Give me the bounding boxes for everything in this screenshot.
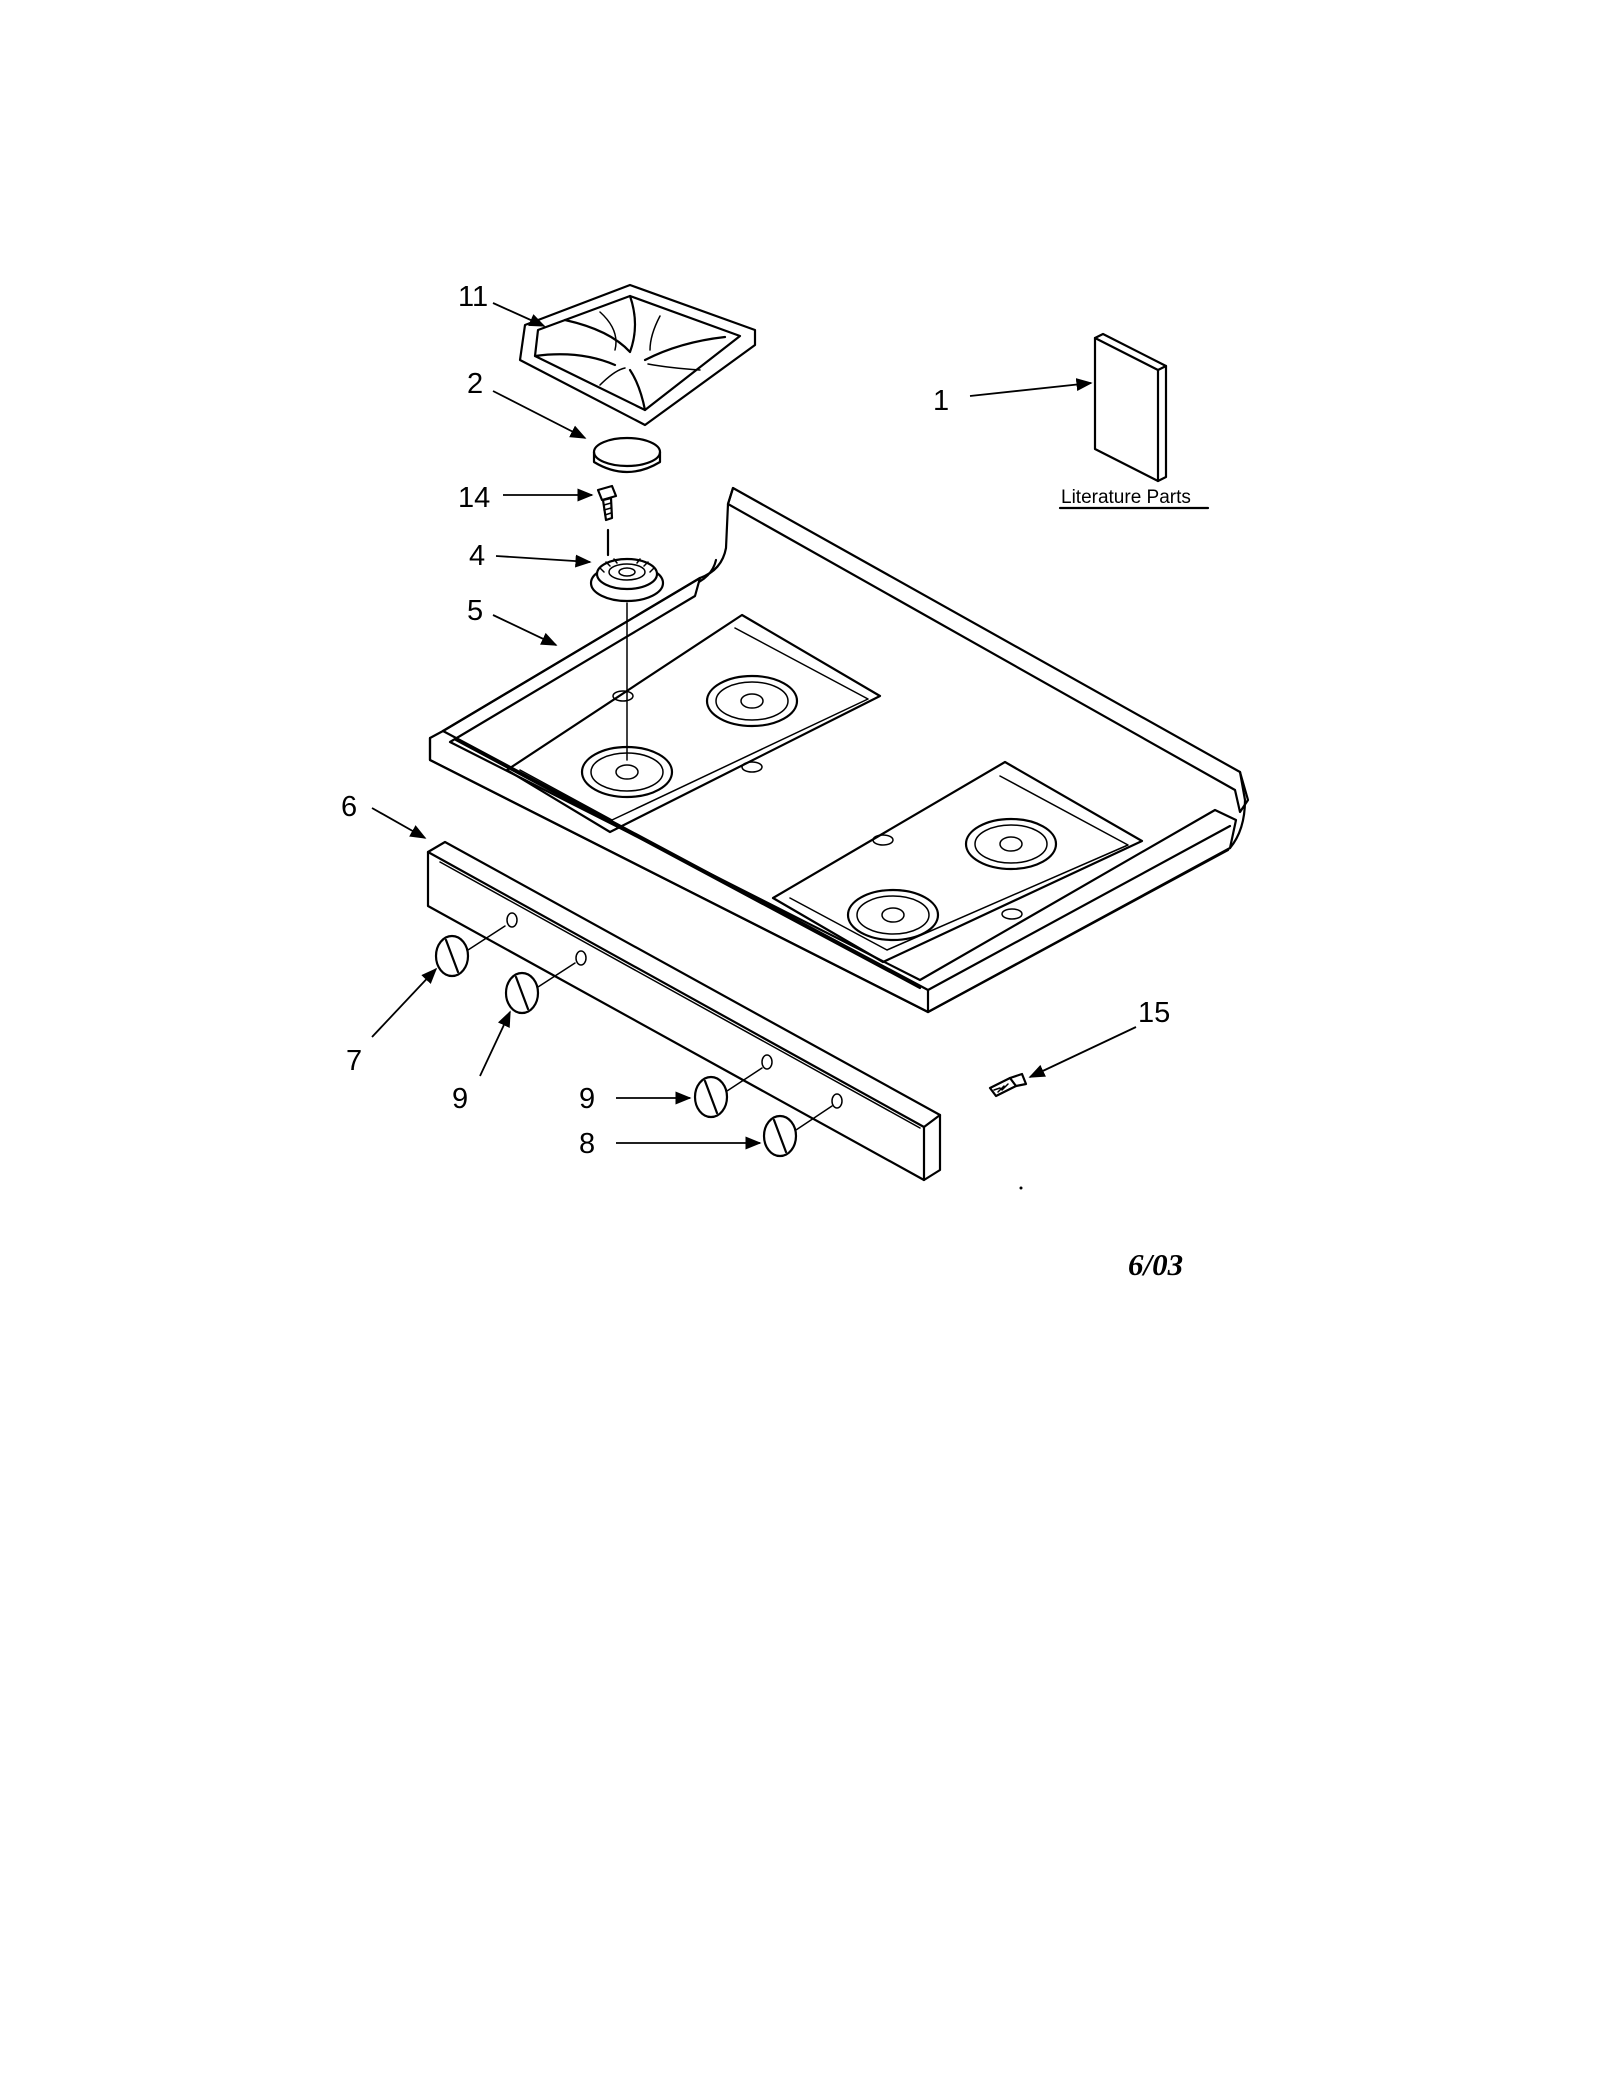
callout-2: 2 [467, 368, 483, 400]
left-burner-well [505, 613, 882, 834]
knob-9-left [504, 962, 576, 1015]
callout-8: 8 [579, 1128, 595, 1160]
burner-grate [518, 283, 757, 427]
cooktop [428, 486, 1250, 1014]
stray-dot [1019, 1186, 1023, 1190]
callout-6: 6 [341, 791, 357, 823]
control-panel-strip [426, 840, 942, 1182]
burner-opening-right-rear [964, 817, 1058, 871]
burner-cap [592, 436, 662, 473]
callout-9-right: 9 [579, 1083, 595, 1115]
cooktop-backsplash [726, 486, 1250, 814]
callout-1: 1 [933, 385, 949, 417]
cooktop-surface [428, 576, 1238, 1014]
burner-base [589, 557, 665, 761]
callout-4: 4 [469, 540, 485, 572]
literature-booklet [1093, 332, 1168, 483]
callout-11: 11 [458, 281, 488, 313]
knob-8 [762, 1105, 833, 1158]
callout-9-left: 9 [452, 1083, 468, 1115]
literature-parts-label: Literature Parts [1061, 487, 1191, 508]
knob-9-right [693, 1067, 763, 1119]
burner-opening-right-front [846, 888, 940, 942]
screw-15 [988, 1072, 1028, 1098]
knob-7 [434, 925, 506, 978]
callout-15: 15 [1138, 997, 1170, 1029]
date-stamp: 6/03 [1128, 1247, 1183, 1282]
right-burner-well [771, 760, 1144, 964]
leader-lines [371, 302, 1137, 1150]
burner-opening-left-rear [705, 674, 799, 728]
screw-14 [596, 484, 618, 557]
callout-7: 7 [346, 1045, 362, 1077]
callout-14: 14 [458, 482, 490, 514]
callout-5: 5 [467, 595, 483, 627]
